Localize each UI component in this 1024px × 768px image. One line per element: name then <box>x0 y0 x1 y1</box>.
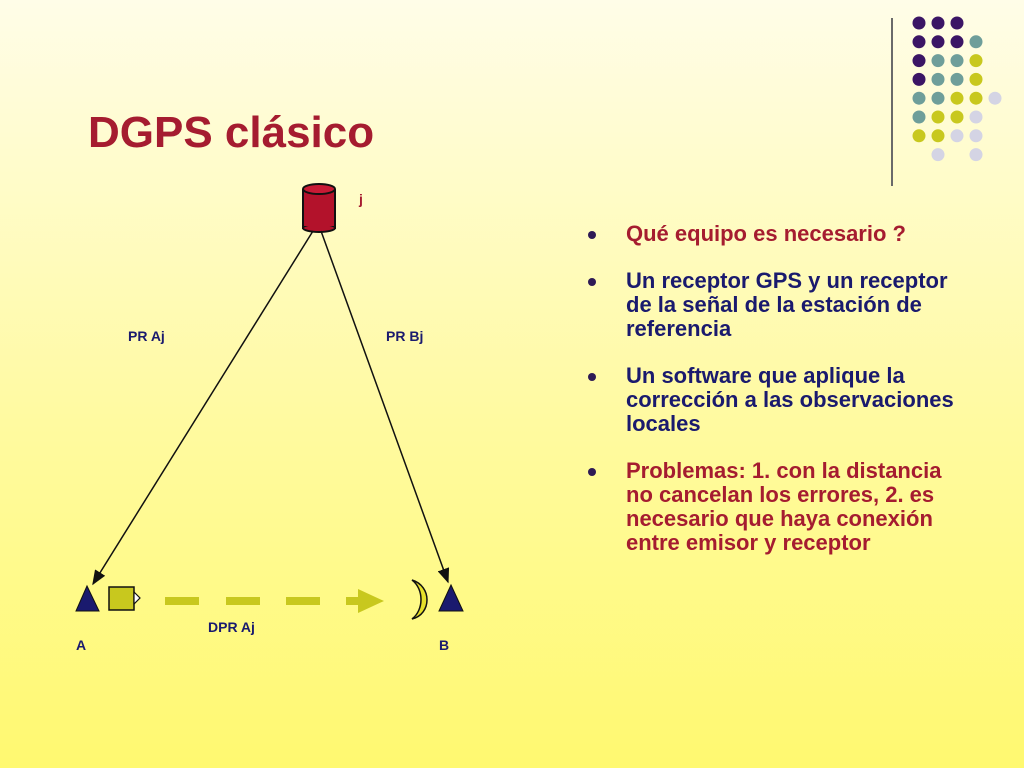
decorative-dot <box>931 16 945 30</box>
decorative-dot <box>950 54 964 68</box>
decorative-dot <box>969 72 983 86</box>
decorative-dot <box>912 72 926 86</box>
decorative-dot <box>950 129 964 143</box>
slide-title: DGPS clásico <box>88 108 375 157</box>
bullet-text: Un software que aplique la corrección a … <box>626 363 954 436</box>
bullet-icon <box>588 468 596 476</box>
decorative-dot <box>912 110 926 124</box>
decorative-dot <box>931 91 945 105</box>
bullet-text: Qué equipo es necesario ? <box>626 221 906 246</box>
reference-station-icon <box>302 183 336 233</box>
label-dpr-aj: DPR Aj <box>208 619 255 635</box>
pseudorange-line-a <box>92 230 314 586</box>
correction-arrow <box>165 589 384 613</box>
bullet-item: Problemas: 1. con la distancia no cancel… <box>588 459 968 555</box>
decorative-dot-grid <box>912 16 1002 162</box>
decorative-dot <box>931 54 945 68</box>
bullet-icon <box>588 373 596 381</box>
transmitter-icon <box>108 586 141 611</box>
bullet-icon <box>588 231 596 239</box>
label-pr-bj: PR Bj <box>386 328 424 344</box>
bullet-text: Problemas: 1. con la distancia no cancel… <box>626 458 942 555</box>
decorative-dot <box>950 16 964 30</box>
decorative-dot <box>950 91 964 105</box>
decorative-dot <box>931 72 945 86</box>
bullet-list: Qué equipo es necesario ? Un receptor GP… <box>588 222 968 578</box>
decorative-dot <box>912 54 926 68</box>
decorative-dot <box>950 35 964 49</box>
label-pr-aj: PR Aj <box>128 328 165 344</box>
decorative-dot <box>950 110 964 124</box>
pseudorange-line-b <box>320 230 450 584</box>
decorative-dot <box>969 35 983 49</box>
decorative-dot <box>969 148 983 162</box>
bullet-text: Un receptor GPS y un receptor de la seña… <box>626 268 948 341</box>
bullet-item: Un software que aplique la corrección a … <box>588 364 968 436</box>
decorative-dot <box>931 129 945 143</box>
decorative-dot <box>912 91 926 105</box>
receiver-antenna-icon <box>411 579 428 620</box>
decorative-dot <box>950 72 964 86</box>
decorative-dot <box>969 54 983 68</box>
label-b: B <box>439 637 450 653</box>
decorative-dot <box>931 110 945 124</box>
bullet-item: Qué equipo es necesario ? <box>588 222 968 246</box>
decorative-dot <box>969 110 983 124</box>
decorative-dot <box>912 129 926 143</box>
decorative-dot <box>931 35 945 49</box>
label-a: A <box>76 637 87 653</box>
decorative-dot <box>931 148 945 162</box>
divider-line <box>891 18 893 186</box>
receiver-a-icon <box>75 584 100 612</box>
bullet-icon <box>588 278 596 286</box>
decorative-dot <box>969 91 983 105</box>
label-j: j <box>359 191 363 207</box>
decorative-dot <box>912 35 926 49</box>
bullet-item: Un receptor GPS y un receptor de la seña… <box>588 269 968 341</box>
decorative-dot <box>912 16 926 30</box>
receiver-b-icon <box>438 583 464 612</box>
decorative-dot <box>969 129 983 143</box>
decorative-dot <box>988 91 1002 105</box>
